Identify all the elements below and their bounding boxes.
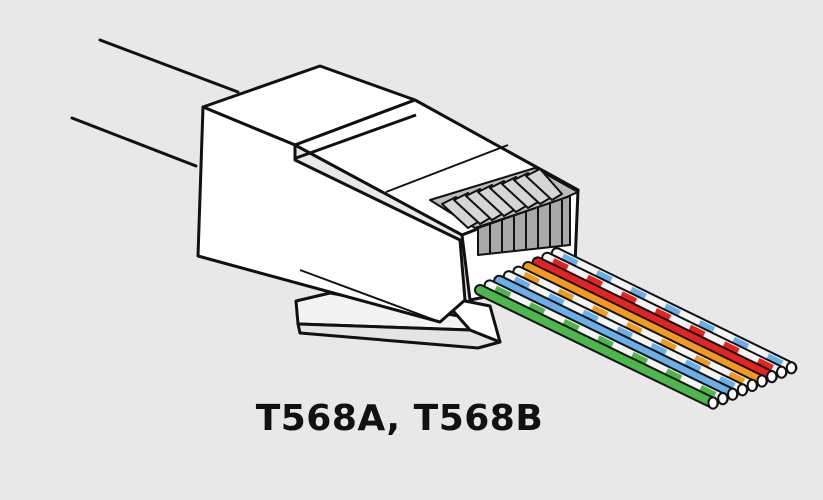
wire-white-red <box>541 251 788 379</box>
body-side-bottom-line <box>299 269 441 323</box>
wire-cut-end <box>746 378 758 392</box>
latch-lip <box>296 322 502 350</box>
wire-cut-end <box>776 365 788 379</box>
wire-solid-green <box>474 284 719 410</box>
standards-caption: T568A, T568B <box>255 398 544 439</box>
wire-stripe <box>523 271 748 386</box>
wire-stripe <box>551 258 777 372</box>
wire-insulation <box>476 286 717 407</box>
contact-blades <box>441 168 563 229</box>
wire-insulation <box>524 263 766 385</box>
body-side-face <box>196 105 467 324</box>
wire-stripe <box>561 253 787 368</box>
wire-bundle <box>474 247 798 410</box>
wire-cut-end <box>785 361 798 375</box>
wire-cut-end <box>756 374 768 388</box>
wire-insulation <box>495 276 737 399</box>
wire-cut-end <box>766 370 778 384</box>
wire-stripe <box>513 276 738 390</box>
wire-white-orange <box>512 265 759 392</box>
body-shelf-ridge <box>385 144 509 193</box>
wire-cut-end <box>736 383 749 397</box>
cable-edge-bottom <box>70 116 198 168</box>
contact-pins <box>429 167 579 256</box>
cable-edge-top <box>98 38 240 94</box>
wire-cut-end <box>727 387 739 401</box>
contact-teeth-lines <box>489 200 563 254</box>
wire-stripe <box>494 285 719 399</box>
contact-blade-8 <box>525 168 563 201</box>
wire-solid-orange <box>522 261 768 388</box>
wire-cut-end <box>707 396 719 410</box>
wire-solid-red <box>531 256 778 384</box>
wire-solid-blue <box>493 274 739 401</box>
wire-white-brown <box>550 247 798 375</box>
body-shelf-edge <box>295 113 417 160</box>
wire-cut-end <box>717 392 729 406</box>
wire-white-blue <box>502 270 749 397</box>
wire-insulation <box>533 258 776 381</box>
cable <box>70 38 240 168</box>
connector-latch <box>294 291 502 350</box>
wire-white-green <box>483 279 729 406</box>
